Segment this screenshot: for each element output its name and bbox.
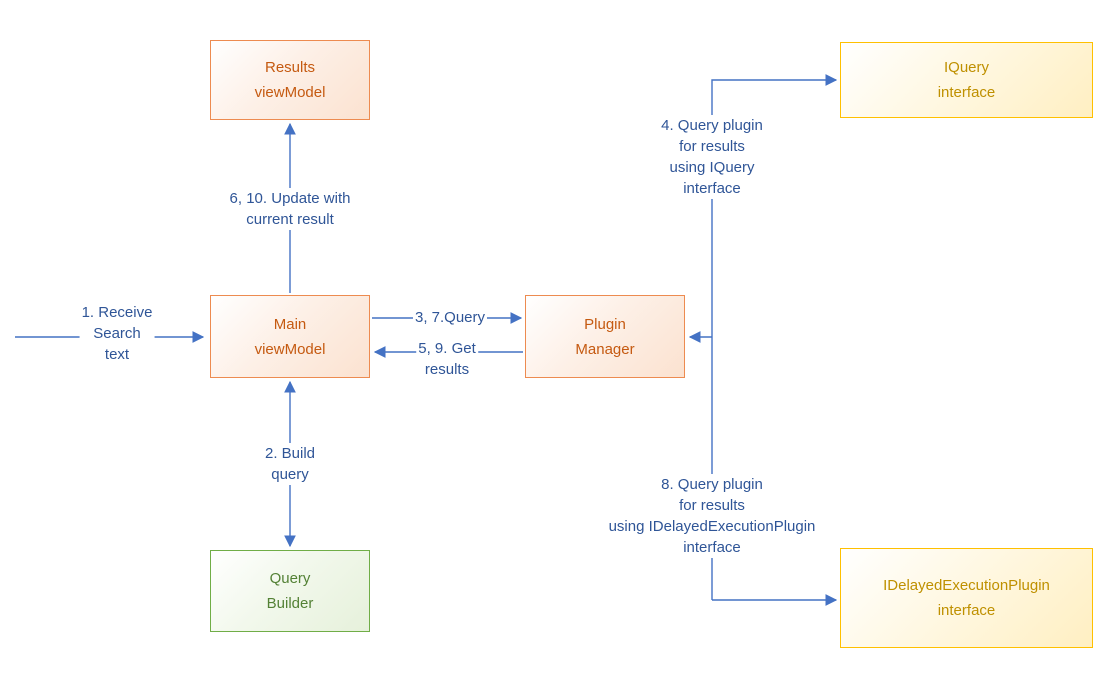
edge-label-get-results: 5, 9. Get results <box>416 338 478 380</box>
arrow-query-iquery <box>711 74 838 600</box>
node-iquery-interface: IQuery interface <box>840 42 1093 118</box>
edge-label-query-iquery: 4. Query plugin for results using IQuery… <box>659 115 765 199</box>
node-query-builder: Query Builder <box>210 550 370 632</box>
edge-label-query-idelayed: 8. Query plugin for results using IDelay… <box>606 474 818 558</box>
node-main-viewmodel: Main viewModel <box>210 295 370 378</box>
node-results-viewmodel: Results viewModel <box>210 40 370 120</box>
node-plugin-manager: Plugin Manager <box>525 295 685 378</box>
edge-label-update-result: 6, 10. Update with current result <box>227 188 353 230</box>
edge-label-build-query: 2. Build query <box>262 443 318 485</box>
node-idelayedexecutionplugin-interface: IDelayedExecutionPlugin interface <box>840 548 1093 648</box>
edge-label-receive-search: 1. Receive Search text <box>79 302 155 365</box>
edge-label-query: 3, 7.Query <box>412 307 488 328</box>
